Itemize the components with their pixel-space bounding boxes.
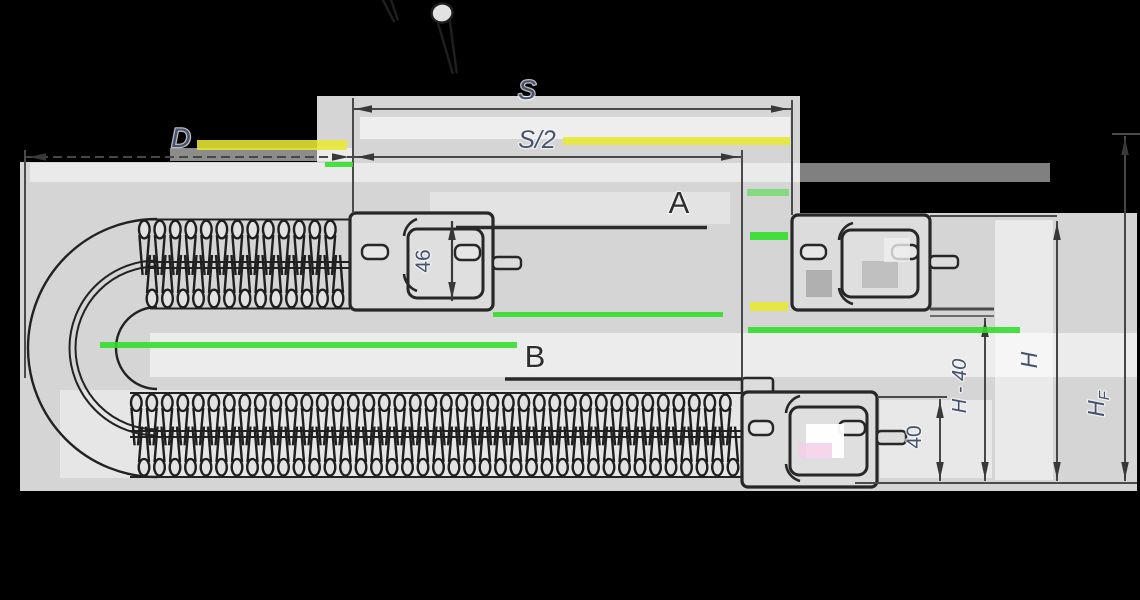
lower-moving-connector-block — [740, 376, 908, 489]
dimension-label-h-minus-40: H - 40 — [949, 359, 971, 413]
artifact-line — [493, 312, 723, 317]
dimension-b: B — [505, 338, 742, 381]
dimension-hf: HF — [1082, 136, 1126, 481]
artifact-line — [197, 140, 347, 150]
arrowhead — [771, 105, 788, 113]
arrowhead — [721, 153, 738, 161]
dimension-label-a: A — [669, 185, 690, 220]
arrowhead — [29, 153, 46, 161]
artifact-blob — [806, 270, 832, 297]
arrowhead — [1053, 223, 1061, 240]
dimension-label-s: S — [518, 75, 536, 105]
coil-bend-loop — [428, 0, 467, 78]
dimension-h: H — [1015, 221, 1058, 481]
mounting-slot — [799, 243, 828, 261]
fixed-end-connector-block — [790, 213, 960, 312]
dimension-label-h: H — [1016, 351, 1042, 368]
artifact-line — [750, 302, 788, 311]
extension-lines — [24, 98, 1140, 484]
dimension-h-minus-40: H - 40 — [948, 318, 986, 481]
dimension-d: D — [25, 122, 353, 158]
arrowhead — [355, 105, 372, 113]
artifact-streaks — [100, 137, 1020, 348]
dimension-s: S — [353, 74, 792, 110]
mounting-slot — [747, 419, 775, 437]
artifact-line — [325, 162, 353, 167]
arrowhead — [981, 462, 989, 479]
arrowhead — [936, 462, 944, 479]
artifact-blob — [862, 261, 898, 288]
mounting-slot — [360, 243, 390, 261]
cable-pin — [875, 429, 908, 446]
artifact-line — [748, 327, 1020, 333]
dimension-label-hf: HF — [1083, 390, 1113, 417]
arrowhead — [1121, 462, 1129, 479]
arrowhead — [332, 153, 349, 161]
snap-arcs — [784, 394, 801, 483]
artifact-line — [100, 342, 517, 348]
artifact-line — [750, 232, 788, 240]
dimension-label-b: B — [525, 339, 546, 374]
cable-pin — [928, 254, 960, 270]
arrowhead — [1053, 462, 1061, 479]
arrowhead — [1121, 138, 1129, 155]
artifact-line — [563, 137, 790, 145]
dimension-label-s-half: S/2 — [518, 126, 556, 154]
dimension-s-half: S/2 — [353, 125, 742, 158]
cable-pin — [491, 255, 523, 271]
artifact-line — [747, 189, 789, 196]
artifact-blob — [798, 443, 832, 458]
hf-base: H — [1083, 400, 1109, 417]
arrowhead — [936, 401, 944, 418]
hf-subscript: F — [1096, 390, 1113, 400]
dimension-label-46: 46 — [412, 249, 435, 272]
arrowhead — [357, 153, 374, 161]
upper-end-connector-block — [348, 211, 523, 312]
snap-arcs — [837, 221, 854, 306]
snap-arcs — [402, 217, 418, 293]
coil-bend-loop — [357, 0, 408, 27]
dimension-label-40: 40 — [903, 425, 926, 448]
dimension-a: A — [456, 184, 707, 230]
dimension-label-d: D — [171, 123, 191, 153]
artifact-blob — [884, 238, 910, 262]
mounting-slot — [453, 243, 482, 262]
arrowhead — [448, 282, 456, 299]
arrowhead — [448, 223, 456, 240]
coil — [26, 0, 742, 479]
